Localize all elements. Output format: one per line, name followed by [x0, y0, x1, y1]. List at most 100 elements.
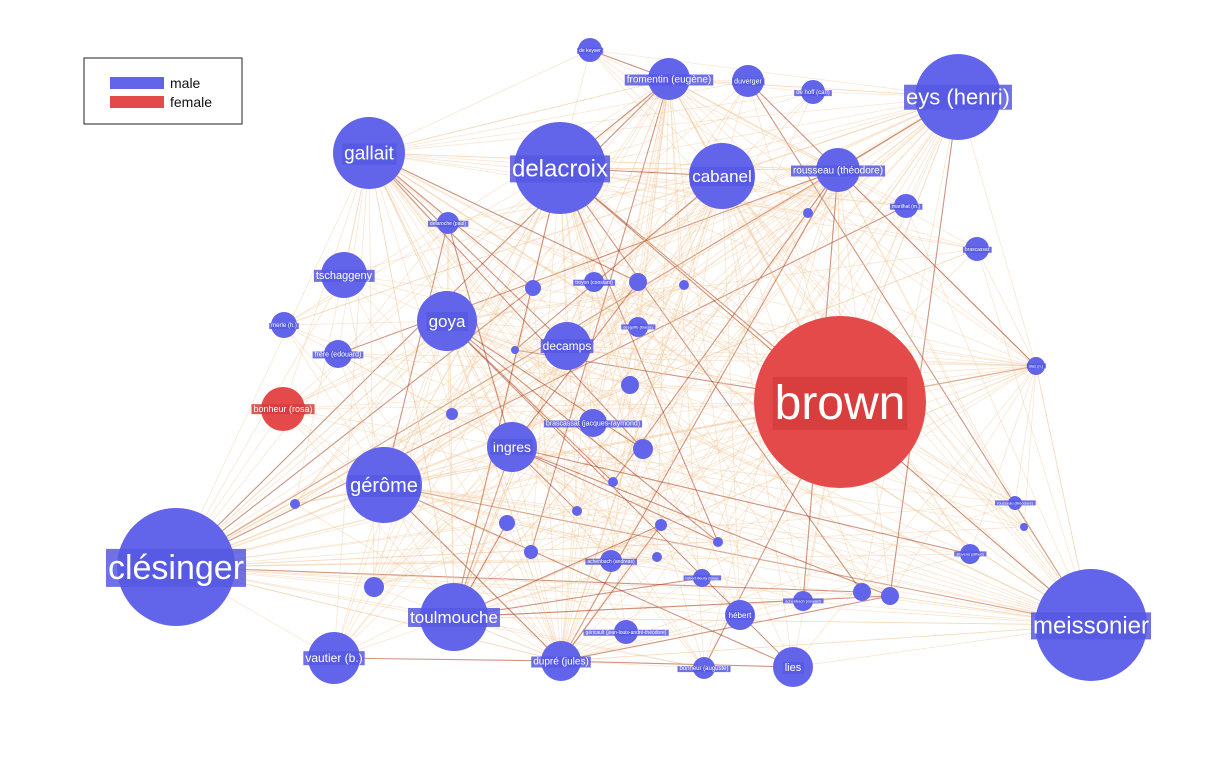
- edge: [333, 175, 723, 659]
- edge: [175, 566, 804, 602]
- edge: [446, 320, 705, 669]
- edge: [511, 284, 685, 448]
- edge: [368, 152, 639, 283]
- edge: [451, 175, 723, 415]
- edge: [511, 446, 612, 562]
- node-circle: [853, 583, 871, 601]
- node-small_7: [572, 506, 582, 516]
- node-label: desgoffe (blaise): [623, 324, 653, 329]
- edge: [721, 175, 978, 250]
- edge: [283, 324, 562, 662]
- node-label: vautier (b.): [305, 651, 362, 665]
- edge: [446, 320, 614, 483]
- node-label-bg: [624, 74, 714, 86]
- node-label: cabanel: [692, 167, 752, 186]
- node-gallait: gallait: [333, 117, 405, 189]
- edge: [668, 78, 741, 616]
- node-marilhat: marilhat (m.): [889, 194, 923, 218]
- edge: [368, 152, 453, 415]
- node-diaz: diaz (n.): [1026, 357, 1046, 375]
- edge: [446, 320, 631, 386]
- node-descoffe: desgoffe (blaise): [621, 317, 656, 337]
- node-circle: [881, 587, 899, 605]
- edge: [368, 152, 644, 450]
- node-label-bg: [543, 420, 643, 428]
- edge: [446, 320, 455, 618]
- edge: [589, 49, 959, 98]
- edge: [383, 484, 971, 555]
- edge: [446, 320, 971, 555]
- node-label-bg: [726, 610, 755, 620]
- node-small_11: [652, 552, 662, 562]
- node-label-bg: [904, 84, 1012, 110]
- edge: [660, 96, 959, 526]
- edge: [511, 446, 719, 543]
- edge: [383, 484, 1092, 626]
- node-label-bg: [690, 166, 754, 186]
- edge: [383, 248, 978, 486]
- edge: [451, 413, 1092, 626]
- edge: [383, 484, 804, 602]
- node-label: géricault (jean-louis-andré-théodore): [586, 630, 667, 636]
- node-circle: [364, 577, 384, 597]
- node-small_13: [853, 583, 871, 601]
- edge: [333, 78, 670, 659]
- edge: [629, 96, 959, 386]
- node-ingres: ingres: [487, 422, 537, 472]
- edge: [282, 408, 513, 448]
- node-label: bonheur (auguste): [679, 666, 728, 672]
- edge: [511, 446, 971, 555]
- edge: [453, 167, 561, 618]
- node-label: brascassat: [965, 247, 990, 253]
- edge: [446, 284, 685, 322]
- node-label: eys (henri): [906, 85, 1010, 110]
- edge: [837, 169, 1025, 528]
- node-delaroche: delaroche (paul): [427, 212, 469, 234]
- node-label-bg: [303, 651, 365, 666]
- node-small_6: [633, 439, 653, 459]
- edge: [511, 446, 891, 597]
- node-small_16: [679, 280, 689, 290]
- edge: [294, 503, 562, 662]
- edge: [560, 78, 670, 662]
- edge: [368, 91, 814, 154]
- edge: [175, 248, 978, 568]
- edge: [560, 422, 594, 662]
- node-label-bg: [490, 438, 534, 455]
- edge: [976, 248, 1037, 367]
- edge: [446, 320, 1037, 367]
- edge: [559, 167, 719, 543]
- node-label-bg: [342, 143, 397, 165]
- node-tschaggeny: tschaggeny: [313, 252, 375, 298]
- node-small_3: [511, 346, 519, 354]
- edge: [560, 510, 578, 662]
- edge: [453, 524, 662, 618]
- node-duverger: duverger: [732, 65, 765, 97]
- node-small_8: [608, 477, 618, 487]
- node-label: merle (h.): [271, 323, 297, 329]
- node-label: lies: [785, 662, 802, 674]
- edge: [446, 320, 1025, 528]
- node-small_18: [364, 577, 384, 597]
- edge: [368, 152, 639, 328]
- edge: [368, 78, 670, 154]
- edge: [532, 175, 723, 289]
- node-bonheur_rosa: bonheur (rosa): [251, 387, 315, 431]
- edge: [383, 222, 449, 486]
- edge: [560, 212, 809, 662]
- node-small_4: [621, 376, 639, 394]
- edge: [383, 345, 568, 486]
- node-cabanel: cabanel: [689, 143, 755, 209]
- node-clesinger: clésinger: [105, 508, 247, 626]
- edge: [560, 624, 1092, 662]
- node-label-bg: [1030, 612, 1152, 640]
- edge: [559, 167, 804, 602]
- node-circle: [713, 537, 723, 547]
- edge: [453, 345, 568, 618]
- node-label: stevens (alfred): [956, 551, 984, 556]
- node-label: brown: [775, 377, 906, 430]
- node-circle: [629, 273, 647, 291]
- edge: [343, 274, 513, 448]
- node-label-bg: [509, 155, 611, 183]
- edge: [683, 169, 839, 286]
